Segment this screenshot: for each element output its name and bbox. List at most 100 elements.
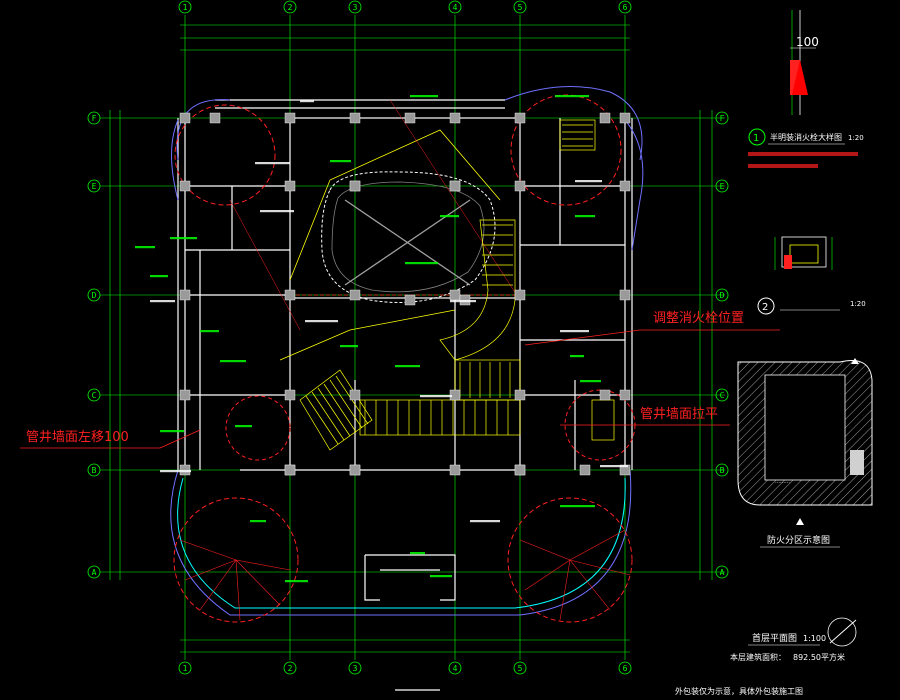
grid-bubble-top-6: 6 <box>618 0 632 14</box>
grid-bubble-bottom-2: 2 <box>283 661 297 675</box>
column <box>349 180 361 192</box>
plan-area-label: 本层建筑面积： <box>730 652 786 662</box>
plan-title: 首层平面图 <box>752 632 797 644</box>
note-align-wall: 管井墙面拉平 <box>640 407 718 422</box>
svg-text:1: 1 <box>183 3 188 12</box>
grid-bubble-bottom-3: 3 <box>348 661 362 675</box>
column <box>619 289 631 301</box>
svg-text:………: ……… <box>775 479 790 485</box>
grid-bubble-left-D: D <box>87 288 101 302</box>
detail-2-number: 2 <box>762 302 768 313</box>
column <box>514 112 526 124</box>
svg-text:D: D <box>92 291 97 300</box>
grid-bubble-top-3: 3 <box>348 0 362 14</box>
grid-bubble-right-C: C <box>715 388 729 402</box>
column <box>514 464 526 476</box>
detail-1-number: 1 <box>753 133 759 144</box>
svg-text:A: A <box>720 568 725 577</box>
column <box>619 180 631 192</box>
column <box>349 112 361 124</box>
svg-text:4: 4 <box>453 664 458 673</box>
grid-bubble-bottom-6: 6 <box>618 661 632 675</box>
column <box>619 389 631 401</box>
detail-2: 2 1:20 <box>757 236 866 315</box>
svg-text:E: E <box>720 182 725 191</box>
column <box>284 289 296 301</box>
grid-bubbles-left: F E D C B A <box>87 111 101 579</box>
note-move-wall-left: 管井墙面左移100 <box>26 430 129 445</box>
svg-text:B: B <box>720 466 725 475</box>
column <box>179 389 191 401</box>
grid-bubble-left-B: B <box>87 463 101 477</box>
grid-bubbles-top: 1 2 3 4 5 6 <box>178 0 632 14</box>
svg-text:E: E <box>92 182 97 191</box>
column <box>514 289 526 301</box>
grid-bubble-left-C: C <box>87 388 101 402</box>
plan-area-value: 892.50平方米 <box>793 652 845 662</box>
column <box>449 289 461 301</box>
column <box>349 464 361 476</box>
detail-1-dimension: 100 <box>796 35 819 49</box>
grid-bubble-top-1: 1 <box>178 0 192 14</box>
grid-bubbles-bottom: 1 2 3 4 5 6 <box>178 661 632 675</box>
column <box>284 180 296 192</box>
column <box>179 289 191 301</box>
column <box>514 180 526 192</box>
column <box>514 389 526 401</box>
column <box>599 112 611 124</box>
svg-text:D: D <box>720 291 725 300</box>
svg-text:C: C <box>92 391 97 400</box>
annotations: 管井墙面左移100 调整消火栓位置 管井墙面拉平 <box>20 311 780 449</box>
grid-bubble-bottom-4: 4 <box>448 661 462 675</box>
svg-text:3: 3 <box>353 664 358 673</box>
grid-bubble-right-D: D <box>715 288 729 302</box>
column <box>619 112 631 124</box>
plan-footnote: 外包装仅为示意，具体外包装施工图 <box>675 686 803 696</box>
column <box>179 180 191 192</box>
svg-text:F: F <box>92 114 97 123</box>
note-adjust-hydrant: 调整消火栓位置 <box>653 311 744 326</box>
column <box>284 464 296 476</box>
svg-text:3: 3 <box>353 3 358 12</box>
grid-bubble-top-2: 2 <box>283 0 297 14</box>
grid-bubble-bottom-5: 5 <box>513 661 527 675</box>
grid-bubble-right-A: A <box>715 565 729 579</box>
fire-zone-diagram: ……… 防火分区示意图 <box>737 358 873 548</box>
column <box>179 112 191 124</box>
column <box>449 464 461 476</box>
svg-text:A: A <box>92 568 97 577</box>
column <box>449 180 461 192</box>
svg-text:C: C <box>720 391 725 400</box>
svg-text:2: 2 <box>288 664 293 673</box>
column <box>209 112 221 124</box>
column <box>349 289 361 301</box>
grid-bubble-left-A: A <box>87 565 101 579</box>
grid-bubbles-right: F E D C B A <box>715 111 729 579</box>
column <box>284 112 296 124</box>
column <box>404 294 416 306</box>
grid-bubble-top-4: 4 <box>448 0 462 14</box>
svg-text:5: 5 <box>518 664 523 673</box>
column <box>449 112 461 124</box>
detail-1-title: 半明装消火栓大样图 <box>770 132 842 142</box>
grid-bubble-right-B: B <box>715 463 729 477</box>
grid-bubble-right-E: E <box>715 179 729 193</box>
svg-text:2: 2 <box>288 3 293 12</box>
svg-text:B: B <box>92 466 97 475</box>
svg-text:F: F <box>720 114 725 123</box>
detail-1-scale: 1:20 <box>848 134 864 142</box>
svg-text:6: 6 <box>623 664 628 673</box>
svg-text:5: 5 <box>518 3 523 12</box>
column <box>284 389 296 401</box>
detail-1-hydrant: 100 1 半明装消火栓大样图 1:20 <box>748 10 864 168</box>
plan-scale: 1:100 <box>803 634 826 643</box>
fire-zone-title: 防火分区示意图 <box>767 534 830 546</box>
svg-text:1: 1 <box>183 664 188 673</box>
room-labels <box>135 95 628 583</box>
column <box>599 389 611 401</box>
grid-bubble-left-E: E <box>87 179 101 193</box>
plan-title-block: 首层平面图 1:100 本层建筑面积： 892.50平方米 外包装仅为示意，具体… <box>675 617 857 696</box>
column <box>349 389 361 401</box>
grid-bubble-bottom-1: 1 <box>178 661 192 675</box>
grid-bubble-right-F: F <box>715 111 729 125</box>
